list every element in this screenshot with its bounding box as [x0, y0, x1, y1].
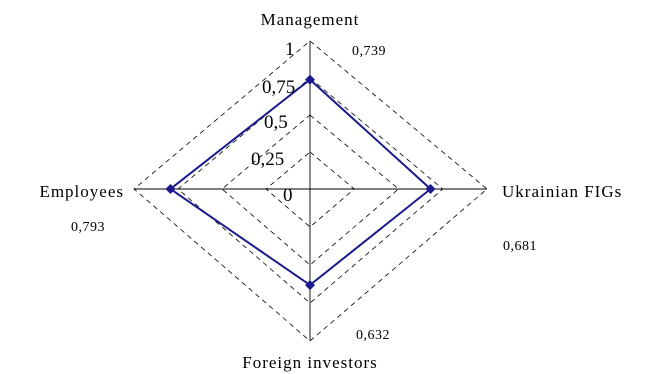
radar-axes	[134, 41, 487, 341]
grid-ring-4	[133, 40, 488, 342]
value-label-management: 0,739	[352, 44, 386, 59]
tick-label-0: 0	[283, 185, 293, 206]
grid-ring-1	[265, 151, 355, 228]
tick-label-1: 1	[285, 39, 295, 60]
tick-label-025: 0,25	[251, 149, 284, 170]
axis-label-employees: Employees	[39, 182, 124, 201]
tick-label-05: 0,5	[264, 112, 288, 133]
grid-ring-2	[221, 114, 400, 266]
axis-label-management: Management	[261, 10, 360, 29]
grid-ring-3	[177, 77, 444, 304]
series-point-1	[425, 184, 436, 194]
tick-labels: 0 0,25 0,5 0,75 1	[251, 39, 295, 206]
series-point-0	[305, 74, 315, 85]
value-label-ukrainian-figs: 0,681	[503, 239, 537, 254]
series-group	[165, 74, 436, 291]
value-labels: 0,739 0,681 0,632 0,793	[71, 44, 537, 343]
value-label-employees: 0,793	[71, 220, 105, 235]
series-point-3	[165, 184, 176, 194]
tick-label-075: 0,75	[262, 77, 295, 98]
radar-grid	[133, 40, 488, 342]
axis-labels: Management Ukrainian FIGs Foreign invest…	[39, 10, 622, 372]
axis-label-ukrainian-figs: Ukrainian FIGs	[502, 182, 622, 201]
series-point-2	[305, 280, 315, 291]
value-label-foreign-investors: 0,632	[356, 328, 390, 343]
axis-label-foreign-investors: Foreign investors	[242, 353, 378, 372]
